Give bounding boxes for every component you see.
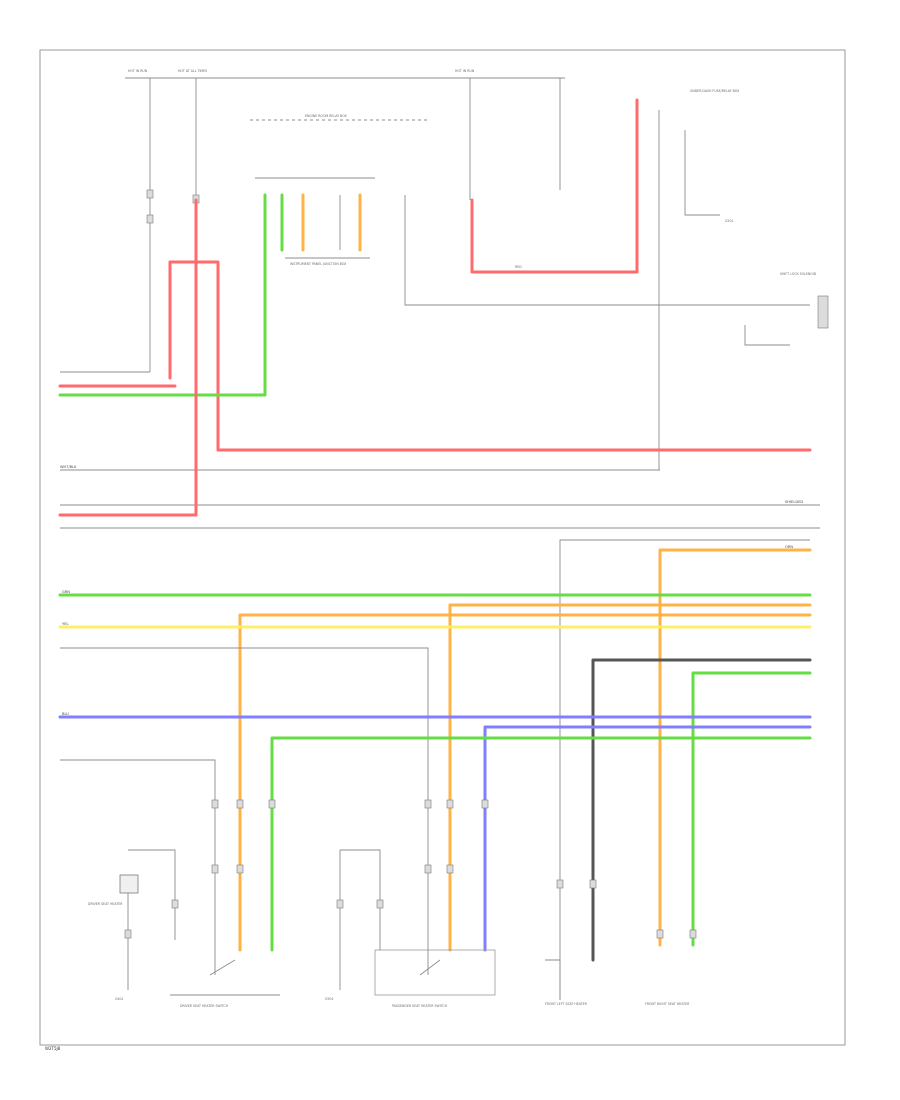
- wire-green-left: [58, 248, 267, 397]
- wire-green-bus-673: [691, 671, 812, 947]
- wire-light-bus-540: [559, 539, 810, 1000]
- label-switch-left: DRIVER SEAT HEATER SWITCH: [180, 1004, 229, 1008]
- wire-red-upper: [470, 98, 639, 274]
- label-wire-orn: ORN: [785, 545, 793, 549]
- wire-ground-top: [684, 130, 720, 216]
- label-wire-red: RED: [515, 265, 522, 269]
- label-ground-mid: G501: [325, 997, 334, 1001]
- label-wire-yel: YEL: [62, 622, 68, 626]
- wire-orange-bus-605: [448, 603, 812, 812]
- label-under-dash-fuse: UNDER-DASH FUSE/RELAY BOX: [690, 89, 740, 93]
- relay-line-right: [404, 195, 810, 306]
- connector-c1: [146, 189, 154, 199]
- wire-blue-bus-727: [483, 725, 812, 812]
- label-wire-shielded: SHIELDED: [785, 500, 803, 504]
- wire-orange-right: [658, 548, 812, 947]
- label-wire-grn: GRN: [62, 590, 70, 594]
- heater-mid-loop: [340, 849, 381, 950]
- label-ground-top: G201: [725, 219, 734, 223]
- wire-dark-bus-660: [591, 658, 812, 962]
- wire-green-bus-738: [270, 736, 812, 812]
- wire-orange-bus-615: [238, 613, 812, 812]
- switch-mid-contact: [419, 959, 441, 976]
- label-instrument-panel-junction: INSTRUMENT PANEL JUNCTION BOX: [290, 262, 347, 266]
- label-module-left: FRONT LEFT SEAT HEATER: [545, 1002, 588, 1006]
- label-switch-right: PASSENGER SEAT HEATER SWITCH: [392, 1004, 448, 1008]
- diagram-code: W2T5J8: [45, 1046, 61, 1051]
- label-module-right: FRONT RIGHT SEAT HEATER: [645, 1002, 690, 1006]
- connector-c3: [146, 214, 154, 224]
- label-wire-wht-blk: WHT/BLK: [60, 465, 77, 469]
- wire-shift-lock: [744, 325, 790, 346]
- label-ground-left: G401: [115, 997, 124, 1001]
- connector-right-block: [817, 295, 829, 329]
- diagram-frame: [39, 49, 846, 1046]
- module-left-wire: [545, 959, 561, 1000]
- terminal-markers: [124, 799, 697, 939]
- heater-left-element: [119, 874, 139, 894]
- wire-red-bus-515: [58, 198, 198, 517]
- wire-light-bus-760: [60, 759, 216, 810]
- wire-light-bus-648: [60, 647, 429, 810]
- label-hot-at-all-times: HOT AT ALL TIMES: [178, 69, 207, 73]
- label-wire-blu: BLU: [62, 712, 69, 716]
- label-hot-in-run-2: HOT IN RUN: [455, 69, 475, 73]
- heater-left-loop: [128, 849, 176, 940]
- label-hot-in-run-1: HOT IN RUN: [128, 69, 148, 73]
- label-engine-room-relay-box: ENGINE ROOM RELAY BOX: [305, 114, 348, 118]
- label-driver-heater: DRIVER SEAT HEATER: [88, 902, 123, 906]
- label-shift-lock: SHIFT LOCK SOLENOID: [780, 272, 817, 276]
- wire-red-long: [168, 260, 812, 452]
- switch-mid-box: [374, 949, 496, 996]
- switch-left-contact: [209, 959, 236, 976]
